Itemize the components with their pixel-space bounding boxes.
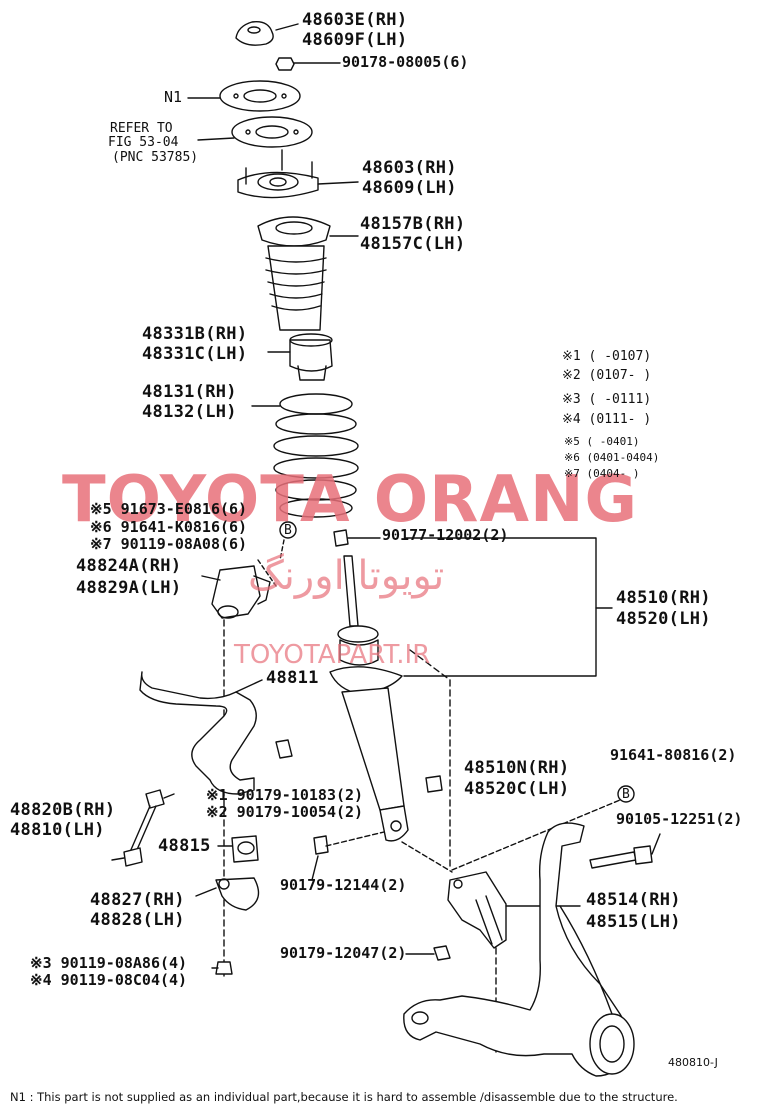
label-clamp-bolt-3: ※3 90119-08A86(4) xyxy=(30,954,188,972)
label-refer-pnc: (PNC 53785) xyxy=(112,150,199,165)
label-shock-absorber-lh: 48520(LH) xyxy=(616,609,711,629)
bound-stopper-part xyxy=(257,216,359,331)
steering-knuckle-part xyxy=(403,822,635,1077)
legend-line-3: ※3 ( -0111) xyxy=(562,392,652,407)
label-nut-lower-left: 90179-12144(2) xyxy=(280,876,407,894)
label-mount-cover-rh: 48603E(RH) xyxy=(302,10,408,30)
stabilizer-link-part xyxy=(111,789,175,867)
bushing-part xyxy=(217,835,259,863)
stabilizer-bar-part xyxy=(139,671,263,795)
label-stab-nut-2: ※2 90179-10054(2) xyxy=(206,803,364,821)
label-link-rh: 48820B(RH) xyxy=(10,800,116,820)
label-insulator-rh: 48331B(RH) xyxy=(142,324,248,344)
top-nut-part xyxy=(275,57,341,71)
diagram-code: 480810-J xyxy=(668,1056,718,1069)
label-n1-marker: N1 xyxy=(164,88,183,106)
legend-line-5: ※5 ( -0401) xyxy=(564,435,640,448)
watermark-persian: تویوتا اورنگ xyxy=(248,553,445,599)
lower-bolt-part xyxy=(589,833,661,869)
mount-cover-part xyxy=(235,21,299,46)
legend-line-2: ※2 (0107- ) xyxy=(562,368,652,383)
label-support-lh: 48609(LH) xyxy=(362,178,457,198)
label-bound-stopper-rh: 48157B(RH) xyxy=(360,214,466,234)
label-bracket-lh: 48829A(LH) xyxy=(76,578,182,598)
label-support-rh: 48603(RH) xyxy=(362,158,457,178)
label-clamp-lh: 48828(LH) xyxy=(90,910,185,930)
stabilizer-bracket-part xyxy=(201,521,297,981)
plate-n1-part xyxy=(187,80,301,112)
label-shock-absorber-rh: 48510(RH) xyxy=(616,588,711,608)
label-bracket-bolt-5: ※5 91673-E0816(6) xyxy=(90,500,248,518)
label-absorber-alt-rh: 48510N(RH) xyxy=(464,758,570,778)
label-refer-to: REFER TO xyxy=(110,121,173,136)
label-bolt-b: 91641-80816(2) xyxy=(610,746,737,764)
clamp-part xyxy=(195,877,260,911)
label-coil-spring-lh: 48132(LH) xyxy=(142,402,237,422)
stabilizer-nut-part xyxy=(275,739,443,881)
label-nut-bottom: 90179-12047(2) xyxy=(280,944,407,962)
legend-line-6: ※6 (0401-0404) xyxy=(564,451,660,464)
label-stabilizer-bar: 48811 xyxy=(266,668,319,688)
label-stab-nut-1: ※1 90179-10183(2) xyxy=(206,786,364,804)
label-bracket-bolt-6: ※6 91641-K0816(6) xyxy=(90,518,248,536)
shock-absorber-part xyxy=(329,529,613,842)
label-coil-spring-rh: 48131(RH) xyxy=(142,382,237,402)
label-bound-stopper-lh: 48157C(LH) xyxy=(360,234,466,254)
plate-ref-part xyxy=(197,116,313,148)
label-mount-cover-lh: 48609F(LH) xyxy=(302,30,408,50)
label-bracket-rh: 48824A(RH) xyxy=(76,556,182,576)
watermark-main: TOYOTA ORANG xyxy=(62,463,639,537)
label-clamp-bolt-4: ※4 90119-08C04(4) xyxy=(30,971,188,989)
label-bolt-lower: 90105-12251(2) xyxy=(616,810,743,828)
label-refer-fig: FIG 53-04 xyxy=(108,135,179,150)
label-bolt-b-marker: B xyxy=(622,787,630,802)
strut-support-part xyxy=(237,149,359,199)
footnote: N1 : This part is not supplied as an ind… xyxy=(10,1090,678,1104)
legend-line-1: ※1 ( -0107) xyxy=(562,349,652,364)
label-link-lh: 48810(LH) xyxy=(10,820,105,840)
label-clamp-rh: 48827(RH) xyxy=(90,890,185,910)
label-bracket-bolt-7: ※7 90119-08A08(6) xyxy=(90,535,248,553)
legend-line-4: ※4 (0111- ) xyxy=(562,412,652,427)
lower-bracket-part xyxy=(401,649,635,1053)
label-marker-b-upper: B xyxy=(284,523,292,538)
clamp-bolt-part xyxy=(211,961,233,975)
label-lower-bracket-rh: 48514(RH) xyxy=(586,890,681,910)
label-insulator-lh: 48331C(LH) xyxy=(142,344,248,364)
legend-line-7: ※7 (0404- ) xyxy=(564,467,640,480)
watermark-url: TOYOTAPART.IR xyxy=(234,640,431,670)
coil-spring-part xyxy=(251,393,359,518)
label-absorber-alt-lh: 48520C(LH) xyxy=(464,779,570,799)
label-nut-top: 90178-08005(6) xyxy=(342,53,469,71)
label-bushing: 48815 xyxy=(158,836,211,856)
insulator-part xyxy=(267,333,333,381)
label-nut-strut-top: 90177-12002(2) xyxy=(382,526,509,544)
label-lower-bracket-lh: 48515(LH) xyxy=(586,912,681,932)
